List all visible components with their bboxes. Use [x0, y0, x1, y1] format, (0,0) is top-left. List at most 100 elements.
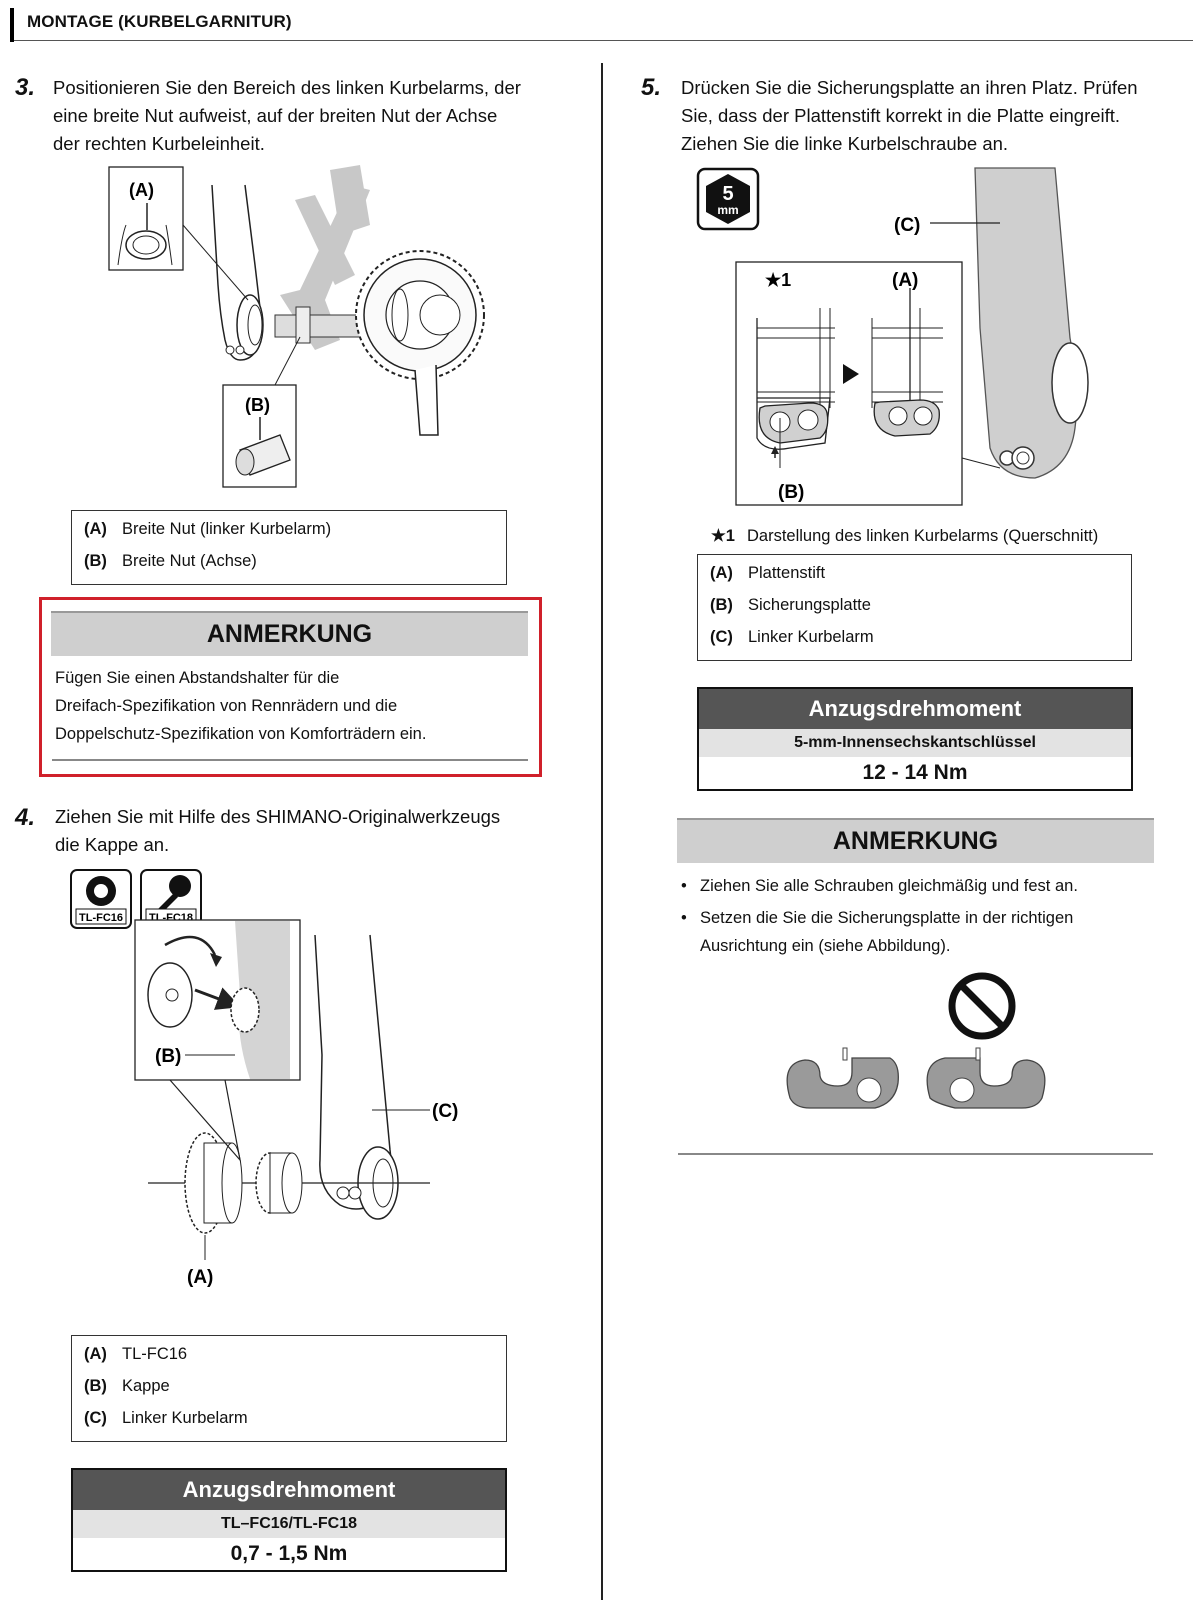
note-1-line: Fügen Sie einen Abstandshalter für die: [55, 669, 340, 687]
section-header: MONTAGE (KURBELGARNITUR): [10, 8, 1193, 42]
fig-label-c: (C): [432, 1101, 458, 1122]
step-5-line: Drücken Sie die Sicherungsplatte an ihre…: [681, 77, 1138, 98]
note-1-line: Doppelschutz-Spezifikation von Komforträ…: [55, 725, 427, 743]
star-note: ★1 Darstellung des linken Kurbelarms (Que…: [711, 526, 1098, 546]
step-4-legend: (A) TL-FC16 (B) Kappe (C) Linker Kurbelarm: [71, 1335, 507, 1442]
step-4-line: Ziehen Sie mit Hilfe des SHIMANO-Origina…: [55, 806, 501, 827]
fig-label-a: (A): [187, 1267, 213, 1288]
torque-value: 12 - 14 Nm: [862, 761, 968, 784]
legend-row: (C) Linker Kurbelarm: [710, 628, 874, 647]
step-4-line: die Kappe an.: [55, 834, 170, 855]
tl-fc16-tool-icon: TL-FC16: [70, 869, 132, 929]
step-5-number: 5.: [641, 74, 662, 101]
note-2-title: ANMERKUNG: [677, 818, 1154, 863]
legend-key: (B): [710, 596, 733, 614]
section-title: MONTAGE (KURBELGARNITUR): [27, 12, 292, 31]
tool-icons: TL-FC16 TL-FC18: [70, 869, 202, 929]
hex-key-5mm-icon: 5 mm: [696, 167, 760, 231]
legend-key: (A): [84, 520, 107, 538]
step-5-torque-table: Anzugsdrehmoment 5-mm-Innensechskantschl…: [697, 687, 1133, 791]
fig-label-b: (B): [778, 482, 804, 503]
star-key: ★1: [711, 527, 735, 545]
leader-line-a: [182, 224, 249, 301]
legend-key: (A): [84, 1345, 107, 1363]
legend-row: (C) Linker Kurbelarm: [84, 1409, 248, 1428]
step-3-line: eine breite Nut aufweist, auf der breite…: [53, 105, 498, 126]
step-3-legend: (A) Breite Nut (linker Kurbelarm) (B) Brei…: [71, 510, 507, 585]
legend-key: (B): [84, 552, 107, 570]
fig-label-c: (C): [894, 215, 920, 236]
inset-cap-detail: [147, 935, 260, 1033]
note-2-bullet: Ziehen Sie alle Schrauben gleichmäßig un…: [681, 872, 1078, 900]
legend-text: Kappe: [122, 1377, 170, 1395]
legend-key: (C): [710, 628, 733, 646]
hex-key-size: 5: [722, 183, 733, 205]
note-1-line: Dreifach-Spezifikation von Rennrädern un…: [55, 697, 398, 715]
right-crank-arm: [414, 364, 439, 436]
legend-row: (A) TL-FC16: [84, 1345, 187, 1364]
note-2-bottom-rule: [678, 1153, 1153, 1155]
inset-pointer-line: [961, 457, 1001, 469]
legend-text: Linker Kurbelarm: [748, 628, 874, 646]
step-3-line: der rechten Kurbeleinheit.: [53, 133, 265, 154]
step-3-number: 3.: [15, 74, 36, 101]
header-accent-bar: [10, 8, 14, 42]
star-text: Darstellung des linken Kurbelarms (Quers…: [747, 527, 1099, 545]
step-5-line: Sie, dass der Plattenstift korrekt in di…: [681, 105, 1121, 126]
step-5-line: Ziehen Sie die linke Kurbelschraube an.: [681, 133, 1009, 154]
locking-plate-wrong: [926, 1047, 1046, 1109]
note-1-bottom-rule: [52, 759, 528, 761]
legend-row: (A)Plattenstift: [710, 564, 825, 583]
left-crank-arm: [974, 167, 1089, 479]
leader-line-b: [274, 336, 301, 386]
torque-title: Anzugsdrehmoment: [73, 1470, 505, 1510]
inset-pointer: [169, 1079, 241, 1163]
legend-text: Breite Nut (linker Kurbelarm): [122, 520, 332, 538]
step-5-legend: (A)Plattenstift (B)Sicherungsplatte (C)L…: [697, 554, 1132, 661]
tool-tl-fc16: [184, 1132, 243, 1234]
legend-key: (C): [84, 1409, 107, 1427]
inset-b-spline: [235, 417, 291, 476]
tl-fc18-tool-icon: TL-FC18: [140, 869, 202, 929]
plate-orientation-illustration: [786, 972, 1046, 1109]
torque-tool: TL–FC16/TL-FC18: [73, 1510, 505, 1538]
torque-tool: 5-mm-Innensechskantschlüssel: [699, 729, 1131, 757]
fig-label-b: (B): [245, 395, 270, 415]
torque-value: 0,7 - 1,5 Nm: [230, 1542, 348, 1565]
cap-installation-illustration: (A) (B) (C): [134, 919, 458, 1288]
note-highlight-frame: [39, 597, 542, 777]
cross-section-inset: [735, 261, 963, 506]
arrow-right-icon: [843, 364, 859, 384]
step-4-torque-table: Anzugsdrehmoment TL–FC16/TL-FC18 0,7 - 1…: [71, 1468, 507, 1572]
legend-text: TL-FC16: [122, 1345, 188, 1363]
step-4-text: Ziehen Sie mit Hilfe des SHIMANO-Origina…: [55, 803, 500, 859]
note-2-line: Setzen die Sie die Sicherungsplatte in d…: [700, 909, 1074, 927]
locking-plate-correct: [786, 1047, 899, 1109]
hex-key-unit: mm: [717, 203, 738, 217]
inset-crank-shadow: [235, 921, 290, 1079]
tool-label-tl-fc16: TL-FC16: [79, 912, 123, 924]
axle-spline: [295, 306, 311, 344]
legend-row: (B) Breite Nut (Achse): [84, 552, 257, 571]
torque-title: Anzugsdrehmoment: [699, 689, 1131, 729]
legend-key: (A): [710, 564, 733, 582]
step-4-number: 4.: [15, 804, 36, 831]
legend-row: (A) Breite Nut (linker Kurbelarm): [84, 520, 331, 539]
prohibited-icon: [948, 972, 1016, 1040]
fig-label-b: (B): [155, 1046, 181, 1067]
legend-text: Linker Kurbelarm: [122, 1409, 248, 1427]
legend-text: Breite Nut (Achse): [122, 552, 257, 570]
section-before: [756, 308, 835, 458]
chainring: [355, 250, 485, 380]
fig-label-star: ★1: [765, 270, 791, 290]
legend-key: (B): [84, 1377, 107, 1395]
note-1-body: Fügen Sie einen Abstandshalter für die D…: [55, 664, 426, 748]
step-5-text: Drücken Sie die Sicherungsplatte an ihre…: [681, 74, 1138, 158]
step-3-line: Positionieren Sie den Bereich des linken…: [53, 77, 521, 98]
cap: [255, 1152, 303, 1214]
crank-axle-illustration: (A) (B): [108, 165, 485, 488]
note-2-line: Ziehen Sie alle Schrauben gleichmäßig un…: [700, 877, 1078, 895]
left-crank-arm: [314, 934, 399, 1220]
section-after: [871, 288, 943, 437]
fig-label-a: (A): [129, 180, 154, 200]
